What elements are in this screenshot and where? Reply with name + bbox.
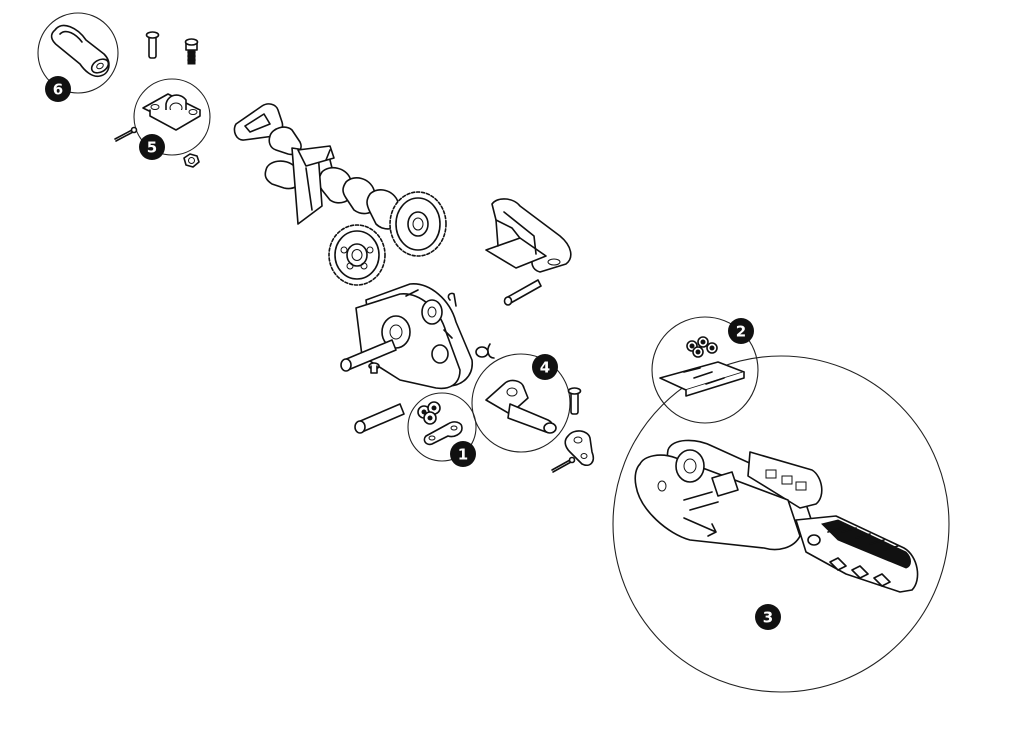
- spring-and-link-part: [417, 401, 463, 446]
- hook-latch: [564, 430, 595, 467]
- callout-number-2: 2: [736, 323, 746, 341]
- callout-number-5: 5: [147, 139, 157, 157]
- cotter-pin: [114, 126, 138, 142]
- callout-badge-2: 2: [728, 318, 754, 344]
- hook-cover-part: [485, 198, 572, 273]
- spring-clip: [447, 292, 457, 307]
- shackle-part: [50, 24, 110, 78]
- callout-number-3: 3: [763, 609, 773, 627]
- axle-pin: [340, 339, 397, 372]
- callout-badge-1: 1: [450, 441, 476, 467]
- detail-circle-1: [407, 392, 477, 462]
- small-bolt: [368, 362, 380, 374]
- callout-number-6: 6: [53, 81, 63, 99]
- drive-sprocket-small: [328, 224, 386, 286]
- callout-number-4: 4: [540, 359, 550, 377]
- clevis-hook-part: [485, 379, 557, 434]
- callout-badge-3: 3: [755, 604, 781, 630]
- callout-badge-6: 6: [45, 76, 71, 102]
- detail-circle-2: [651, 316, 759, 424]
- detail-circle-6: [37, 12, 119, 94]
- washer: [475, 346, 489, 358]
- loose-pin: [354, 403, 405, 434]
- callout-badge-4: 4: [532, 354, 558, 380]
- latch-cotter-pin: [551, 456, 576, 473]
- detail-circle-5: [133, 78, 211, 156]
- side-plate-assembly: [355, 283, 473, 390]
- callout-badge-5: 5: [139, 134, 165, 160]
- ratchet-handle-part: [634, 439, 919, 593]
- hex-bolt: [184, 38, 199, 65]
- hex-nut: [183, 153, 200, 168]
- hook-pin: [503, 279, 542, 306]
- clevis-pin: [145, 31, 160, 59]
- bracket-part: [142, 93, 201, 131]
- pawl-plate-part: [659, 336, 745, 397]
- detail-circle-4: [471, 353, 571, 453]
- retaining-clip: [487, 343, 495, 359]
- detail-circle-3: [612, 355, 950, 693]
- callout-number-1: 1: [458, 446, 468, 464]
- drive-sprocket-large: [389, 191, 447, 257]
- detail-4-pin: [567, 387, 582, 415]
- chain-guide-frame: [291, 145, 335, 225]
